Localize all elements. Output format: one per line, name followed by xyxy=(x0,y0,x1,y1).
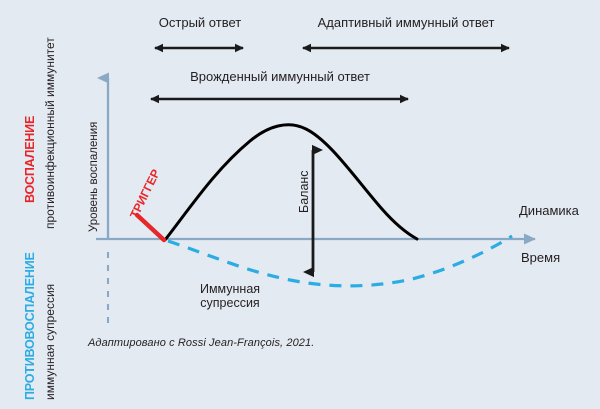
left-group-antiinflammation-title: ПРОТИВОВОСПАЛЕНИЕ xyxy=(23,252,37,400)
immune-suppression-label: Иммунная супрессия xyxy=(182,282,278,310)
balance-label: Баланс xyxy=(297,170,311,213)
inflammation-curve xyxy=(163,123,419,242)
immune-suppression-label-line1: Иммунная xyxy=(199,282,261,296)
phase-label-acute-response: Острый ответ xyxy=(158,15,242,30)
left-group-inflammation-subtitle: противоинфекционный иммунитет xyxy=(43,37,57,229)
axes-group xyxy=(96,72,536,330)
phase-arrows-group xyxy=(150,43,510,104)
immune-suppression-label-line2: супрессия xyxy=(200,295,260,310)
x-axis-label-time: Время xyxy=(521,250,561,265)
x-axis-label-dynamics: Динамика xyxy=(519,203,579,218)
trigger-marker xyxy=(134,212,167,243)
left-group-inflammation-subtitle-text: противоинфекционный иммунитет xyxy=(43,37,57,229)
phase-label-innate-response: Врожденный иммунный ответ xyxy=(190,69,370,84)
left-group-antiinflammation-subtitle: иммунная супрессия xyxy=(43,283,57,400)
left-group-inflammation-title: ВОСПАЛЕНИЕ xyxy=(23,115,37,203)
immune-suppression-curve xyxy=(167,234,513,288)
phase-label-adaptive-response: Адаптивный иммунный ответ xyxy=(317,15,495,30)
attribution-credit: Адаптировано с Rossi Jean-François, 2021… xyxy=(88,337,315,349)
y-axis-label: Уровень воспаления xyxy=(88,121,100,232)
